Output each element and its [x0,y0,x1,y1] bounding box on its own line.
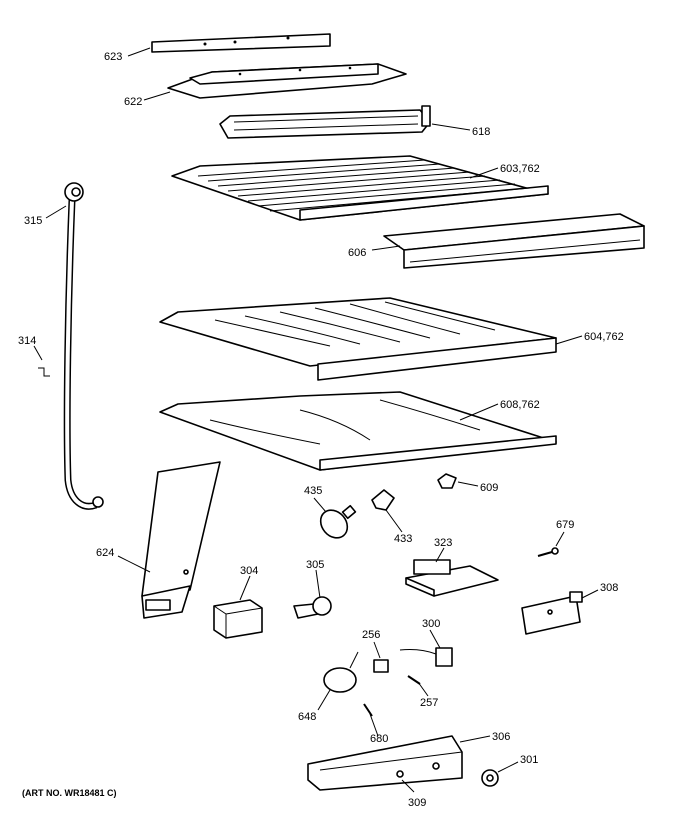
label-679: 679 [556,519,574,531]
part-323-bracket [405,559,499,597]
label-300: 300 [422,618,440,630]
label-622: 622 [124,96,142,108]
label-305: 305 [306,559,324,571]
art-number: (ART NO. WR18481 C) [22,788,117,798]
part-680-screw [363,703,373,717]
part-304-relay [213,599,263,639]
label-648: 648 [298,711,316,723]
label-609: 609 [480,482,498,494]
part-648-timer [323,651,359,693]
label-309: 309 [408,797,426,809]
label-257: 257 [420,697,438,709]
part-604-shelf [159,297,557,381]
part-308-plate [521,591,583,635]
label-608-762: 608,762 [500,399,540,411]
part-624-panel [141,461,221,619]
part-301-knob [481,769,499,787]
label-624: 624 [96,547,114,559]
label-304: 304 [240,565,258,577]
label-323: 323 [434,537,452,549]
part-608-shelf [159,391,557,471]
label-314: 314 [18,335,36,347]
label-680: 680 [370,733,388,745]
part-609-fastener [437,473,457,489]
label-618: 618 [472,126,490,138]
label-315: 315 [24,215,42,227]
part-256-switch [373,659,389,673]
part-315-tube [63,182,104,510]
part-433-socket [371,489,395,511]
label-623: 623 [104,51,122,63]
label-606: 606 [348,247,366,259]
label-604-762: 604,762 [584,331,624,343]
label-603-762: 603,762 [500,163,540,175]
part-306-bracket [307,735,463,791]
label-306: 306 [492,731,510,743]
label-256: 256 [362,629,380,641]
part-606-cover [383,213,645,269]
label-433: 433 [394,533,412,545]
part-305-switch [293,596,332,619]
label-308: 308 [600,582,618,594]
label-435: 435 [304,485,322,497]
part-314-clip [38,367,50,377]
part-622-cover [167,63,407,99]
label-301: 301 [520,754,538,766]
part-679-screw [537,547,559,557]
part-603-wire-shelf [171,155,549,221]
part-623-strip [151,33,331,53]
part-300-thermostat [399,647,453,667]
leader-lines [33,47,599,793]
part-618-light-housing [219,105,431,139]
part-435-bulb [319,504,357,539]
